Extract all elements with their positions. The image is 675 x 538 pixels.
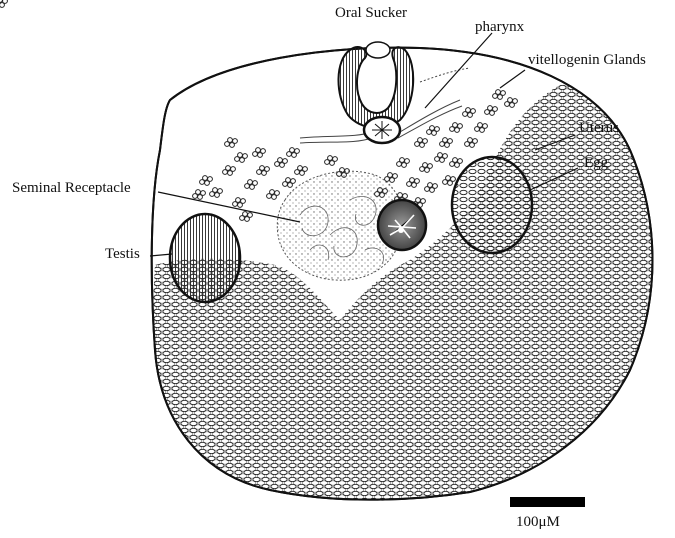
testis-shape	[170, 214, 240, 302]
pharynx-shape	[364, 117, 400, 143]
ventral-sucker-shape	[378, 200, 426, 250]
label-uterus: Uterus	[579, 121, 619, 136]
egg-shape	[452, 157, 532, 253]
label-seminal-receptacle: Seminal Receptacle	[12, 181, 131, 196]
scale-bar	[510, 497, 585, 507]
label-egg: Egg	[584, 156, 608, 171]
label-oral-sucker: Oral Sucker	[335, 6, 407, 21]
scale-bar-label: 100μM	[516, 515, 560, 530]
label-vitellogenin-glands: vitellogenin Glands	[528, 53, 646, 68]
label-testis: Testis	[105, 247, 140, 262]
label-pharynx: pharynx	[475, 20, 524, 35]
